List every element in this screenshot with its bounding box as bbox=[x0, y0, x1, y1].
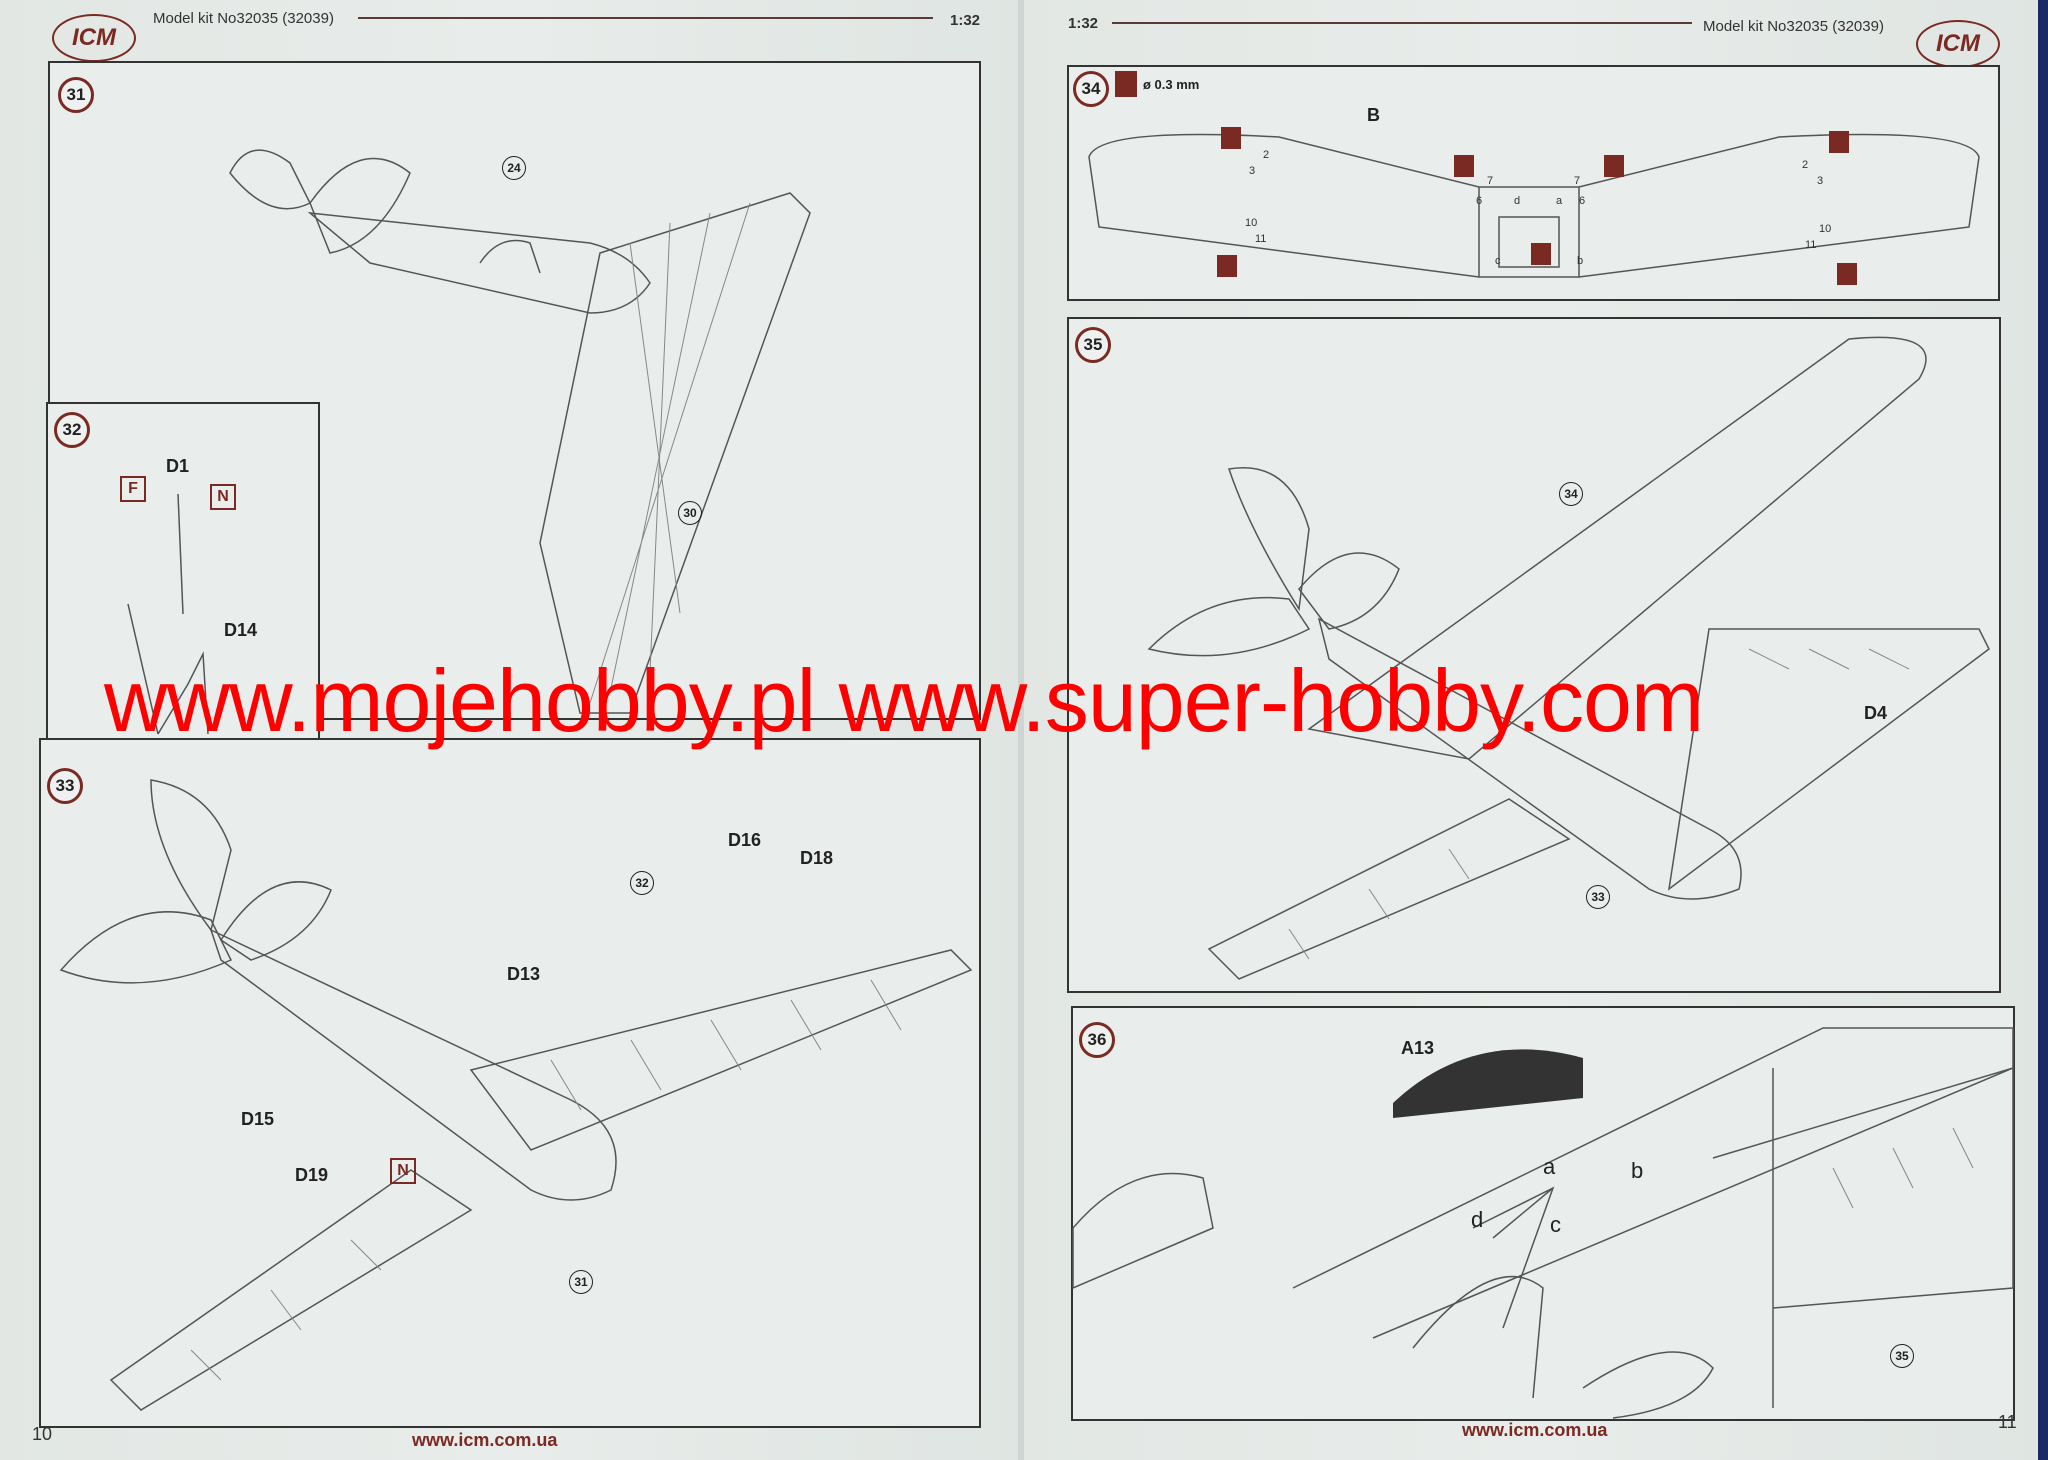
mark-n: N bbox=[390, 1158, 416, 1184]
label-d19: D19 bbox=[295, 1165, 329, 1185]
mark-n: N bbox=[210, 484, 236, 510]
page-number-right: 11 bbox=[1998, 1412, 2017, 1432]
point-3: 3 bbox=[1817, 175, 1824, 187]
label-d14: D14 bbox=[224, 620, 258, 640]
label-b: B bbox=[1367, 105, 1380, 125]
point-7: 7 bbox=[1487, 175, 1494, 187]
point-b: b bbox=[1577, 255, 1584, 267]
watermark: www.mojehobby.pl www.super-hobby.com bbox=[104, 651, 1704, 750]
label-d13: D13 bbox=[507, 964, 541, 984]
header-scale: 1:32 bbox=[950, 12, 981, 29]
drill-size: ø 0.3 mm bbox=[1143, 77, 1200, 92]
step-36-panel: 36 A13 a b d c 35 bbox=[1071, 1006, 2015, 1421]
header-title-right: Model kit No32035 (32039) bbox=[1703, 18, 1884, 35]
drill-icon bbox=[1115, 71, 1137, 97]
point-6: 6 bbox=[1476, 195, 1483, 207]
point-6: 6 bbox=[1579, 195, 1586, 207]
footer-url-right[interactable]: www.icm.com.ua bbox=[1462, 1420, 1608, 1440]
header-rule bbox=[358, 17, 933, 19]
drill-marker bbox=[1221, 127, 1241, 149]
point-2: 2 bbox=[1263, 149, 1270, 161]
spine bbox=[1018, 0, 1024, 1460]
step-34-number: 34 bbox=[1073, 71, 1109, 107]
label-b: b bbox=[1631, 1158, 1644, 1183]
label-d: d bbox=[1471, 1207, 1484, 1232]
step-31-number: 31 bbox=[58, 77, 94, 113]
upper-wing-drawing bbox=[1088, 133, 1980, 278]
point-10: 10 bbox=[1245, 217, 1258, 229]
step-35-number: 35 bbox=[1075, 327, 1111, 363]
header-title: Model kit No32035 (32039) bbox=[153, 10, 334, 27]
page-number-left: 10 bbox=[32, 1424, 53, 1444]
ref-31: 31 bbox=[569, 1270, 593, 1294]
step-33-number: 33 bbox=[47, 768, 83, 804]
aircraft-drawing bbox=[59, 779, 973, 1411]
icm-logo-right: ICM bbox=[1916, 20, 2000, 68]
point-3: 3 bbox=[1249, 165, 1256, 177]
label-d15: D15 bbox=[241, 1109, 275, 1129]
step-35-panel: 35 34 D4 33 bbox=[1067, 317, 2001, 993]
point-2: 2 bbox=[1802, 159, 1809, 171]
label-a: a bbox=[1543, 1154, 1556, 1179]
right-edge bbox=[2038, 0, 2048, 1460]
header-scale-right: 1:32 bbox=[1068, 15, 1099, 32]
header-rule-right bbox=[1112, 22, 1692, 24]
label-d1: D1 bbox=[166, 456, 190, 476]
fuselage-drawing bbox=[229, 149, 811, 714]
drill-marker bbox=[1217, 255, 1237, 277]
strut-drawing bbox=[127, 493, 209, 735]
ref-34: 34 bbox=[1559, 482, 1583, 506]
cabane-drawing bbox=[1072, 1027, 2014, 1419]
point-7: 7 bbox=[1574, 175, 1581, 187]
drill-marker bbox=[1829, 131, 1849, 153]
point-c: c bbox=[1495, 255, 1501, 267]
label-a13: A13 bbox=[1401, 1038, 1435, 1058]
step-32-number: 32 bbox=[54, 412, 90, 448]
ref-35: 35 bbox=[1890, 1344, 1914, 1368]
drill-marker bbox=[1604, 155, 1624, 177]
ref-30: 30 bbox=[678, 501, 702, 525]
step-36-number: 36 bbox=[1079, 1022, 1115, 1058]
drill-marker bbox=[1837, 263, 1857, 285]
drill-marker bbox=[1531, 243, 1551, 265]
point-10: 10 bbox=[1819, 223, 1832, 235]
footer-url-left[interactable]: www.icm.com.ua bbox=[412, 1430, 558, 1450]
label-d16: D16 bbox=[728, 830, 762, 850]
point-d: d bbox=[1514, 195, 1521, 207]
ref-33: 33 bbox=[1586, 885, 1610, 909]
point-11: 11 bbox=[1255, 233, 1267, 245]
mark-f: F bbox=[120, 476, 146, 502]
ref-24: 24 bbox=[502, 156, 526, 180]
drill-marker bbox=[1454, 155, 1474, 177]
ref-32: 32 bbox=[630, 871, 654, 895]
aircraft-drawing bbox=[1147, 336, 1990, 980]
icm-logo: ICM bbox=[52, 14, 136, 62]
step-33-panel: 33 D16 D18 32 D13 D15 D19 N 31 bbox=[39, 738, 981, 1428]
label-d4: D4 bbox=[1864, 703, 1888, 723]
point-a: a bbox=[1556, 195, 1563, 207]
label-d18: D18 bbox=[800, 848, 834, 868]
label-c: c bbox=[1550, 1212, 1561, 1237]
step-34-panel: 34 ø 0.3 mm B 2 3 7 6 d a 7 6 2 3 10 11 … bbox=[1067, 65, 2000, 301]
step-32-panel: 32 D1 F N D14 bbox=[46, 402, 320, 758]
point-11: 11 bbox=[1805, 239, 1817, 251]
